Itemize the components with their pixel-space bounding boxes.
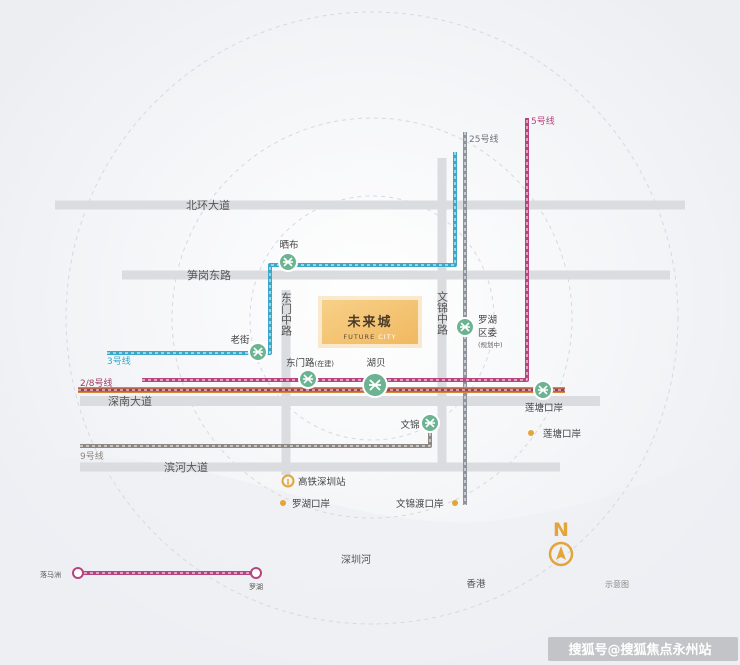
- station-shaibu[interactable]: [278, 252, 298, 272]
- terminal-icon-left: [72, 567, 84, 579]
- ring-outer: [65, 11, 679, 625]
- project-name-cn: 未来城: [346, 314, 392, 330]
- station-label-hubei: 湖贝: [366, 358, 385, 369]
- station-laojie[interactable]: [248, 342, 268, 362]
- line-label-5: 5号线: [531, 115, 555, 127]
- station-label-luohu-note: (规划中): [478, 340, 503, 349]
- station-liantang[interactable]: [533, 380, 553, 400]
- ring-inner: [249, 195, 495, 441]
- metro-glyph: [369, 379, 381, 391]
- port-dot-wenjindu: [452, 500, 458, 506]
- station-label-luohu-terminal: 罗湖: [249, 582, 263, 591]
- port-label-luohu: 罗湖口岸: [292, 499, 331, 510]
- station-label-luomazhou: 落马洲: [40, 570, 61, 579]
- road-label-dongmen: 东门中路: [280, 292, 293, 337]
- station-label-liantang: 莲塘口岸: [525, 402, 564, 414]
- station-wenjin[interactable]: [420, 413, 440, 433]
- watermark: 搜狐号@搜狐焦点永州站: [548, 637, 738, 661]
- station-dongmenlu[interactable]: [298, 369, 318, 389]
- north-label: N: [553, 519, 569, 541]
- schematic-note: 示意图: [605, 579, 629, 589]
- background-wave: [0, 440, 740, 665]
- line-5-dash: [142, 118, 528, 381]
- metro-glyph: [538, 385, 548, 395]
- line-label-28: 2/8号线: [80, 377, 113, 389]
- range-rings: [65, 11, 679, 625]
- stations: [248, 252, 553, 506]
- metro-glyph: [460, 322, 470, 332]
- metro-lines: [78, 118, 565, 505]
- line-label-25: 25号线: [469, 133, 498, 145]
- station-label-gaotie: 高铁深圳站: [298, 476, 346, 488]
- station-gaotie[interactable]: [281, 474, 295, 488]
- line-9-dash: [80, 423, 431, 447]
- compass-icon: [548, 541, 574, 567]
- road-label-binhe: 滨河大道: [164, 460, 208, 474]
- terminal-icon-right: [250, 567, 262, 579]
- road-label-wenjin: 文锦中路: [436, 290, 449, 336]
- region-label-hongkong: 香港: [466, 578, 486, 590]
- metro-glyph: [253, 347, 263, 357]
- line-label-9: 9号线: [80, 450, 104, 462]
- road-label-shennan: 深南大道: [108, 394, 152, 408]
- metro-glyph: [425, 418, 435, 428]
- line-3-dash: [107, 152, 456, 354]
- ring-middle: [171, 117, 573, 519]
- station-label-luohu-1: 罗湖: [478, 315, 497, 326]
- road-label-beihuan: 北环大道: [186, 198, 230, 212]
- project-box: [322, 300, 418, 344]
- station-label-dongmenlu-note: (在建): [315, 359, 335, 368]
- station-label-wenjin: 文锦: [400, 419, 419, 431]
- north-arrow: N: [548, 519, 574, 567]
- station-label-dongmenlu: 东门路(在建): [286, 357, 334, 369]
- watermark-bg: [548, 637, 738, 661]
- roads: [55, 158, 685, 475]
- port-dot-liantang: [528, 430, 534, 436]
- project-name-en-b: CITY: [378, 333, 396, 341]
- station-label-dongmenlu-name: 东门路: [286, 357, 315, 369]
- port-dot-luohu: [280, 500, 286, 506]
- station-label-laojie: 老街: [230, 334, 250, 346]
- north-pointer-icon: [556, 546, 566, 560]
- project-name-en-a: FUTURE: [343, 333, 378, 341]
- road-label-sungang: 笋岗东路: [187, 268, 231, 282]
- station-luohu-quwei[interactable]: [455, 317, 475, 337]
- port-label-liantang: 莲塘口岸: [543, 428, 582, 440]
- station-label-shaibu: 晒布: [279, 239, 298, 251]
- project-future-city[interactable]: 未来城 FUTURE CITY: [318, 296, 422, 348]
- station-hubei[interactable]: [362, 372, 388, 398]
- station-label-luohu-2: 区委: [478, 327, 498, 339]
- project-name-en: FUTURE CITY: [343, 333, 396, 341]
- watermark-text: 搜狐号@搜狐焦点永州站: [568, 642, 711, 658]
- metro-glyph: [283, 257, 293, 267]
- labels: 北环大道 笋岗东路 深南大道 滨河大道 东门中路 文锦中路 深圳河 3号线 2/…: [40, 115, 629, 591]
- river-label: 深圳河: [341, 554, 371, 566]
- port-label-wenjindu: 文锦渡口岸: [396, 498, 444, 510]
- bottom-line-segment: [72, 567, 262, 579]
- line-label-3: 3号线: [107, 355, 131, 367]
- rail-icon: [281, 474, 295, 488]
- metro-glyph: [303, 374, 313, 384]
